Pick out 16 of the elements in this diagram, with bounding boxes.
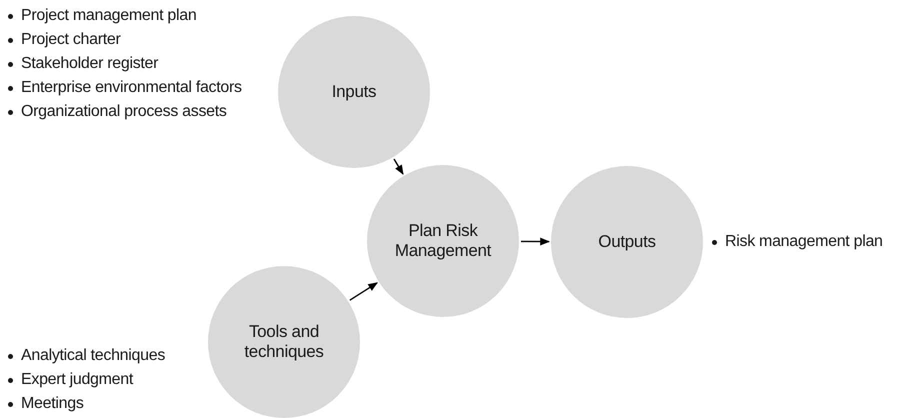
list-item: Analytical techniques [21,346,166,366]
node-label: Plan Risk Management [394,221,492,261]
list-item: Enterprise environmental factors [21,78,242,98]
list-item: Risk management plan [725,232,883,252]
list-item: Project charter [21,30,121,50]
list-item: Stakeholder register [21,54,158,74]
node-label: Inputs [332,82,376,102]
arrow [393,158,404,175]
arrow [521,238,550,246]
list-item: Meetings [21,394,84,414]
list-item: Organizational process assets [21,102,227,122]
node-label: Tools and techniques [243,322,325,362]
list-item: Expert judgment [21,370,134,390]
arrow [349,282,378,301]
list-item: Project management plan [21,6,196,26]
node-label: Outputs [598,232,656,252]
